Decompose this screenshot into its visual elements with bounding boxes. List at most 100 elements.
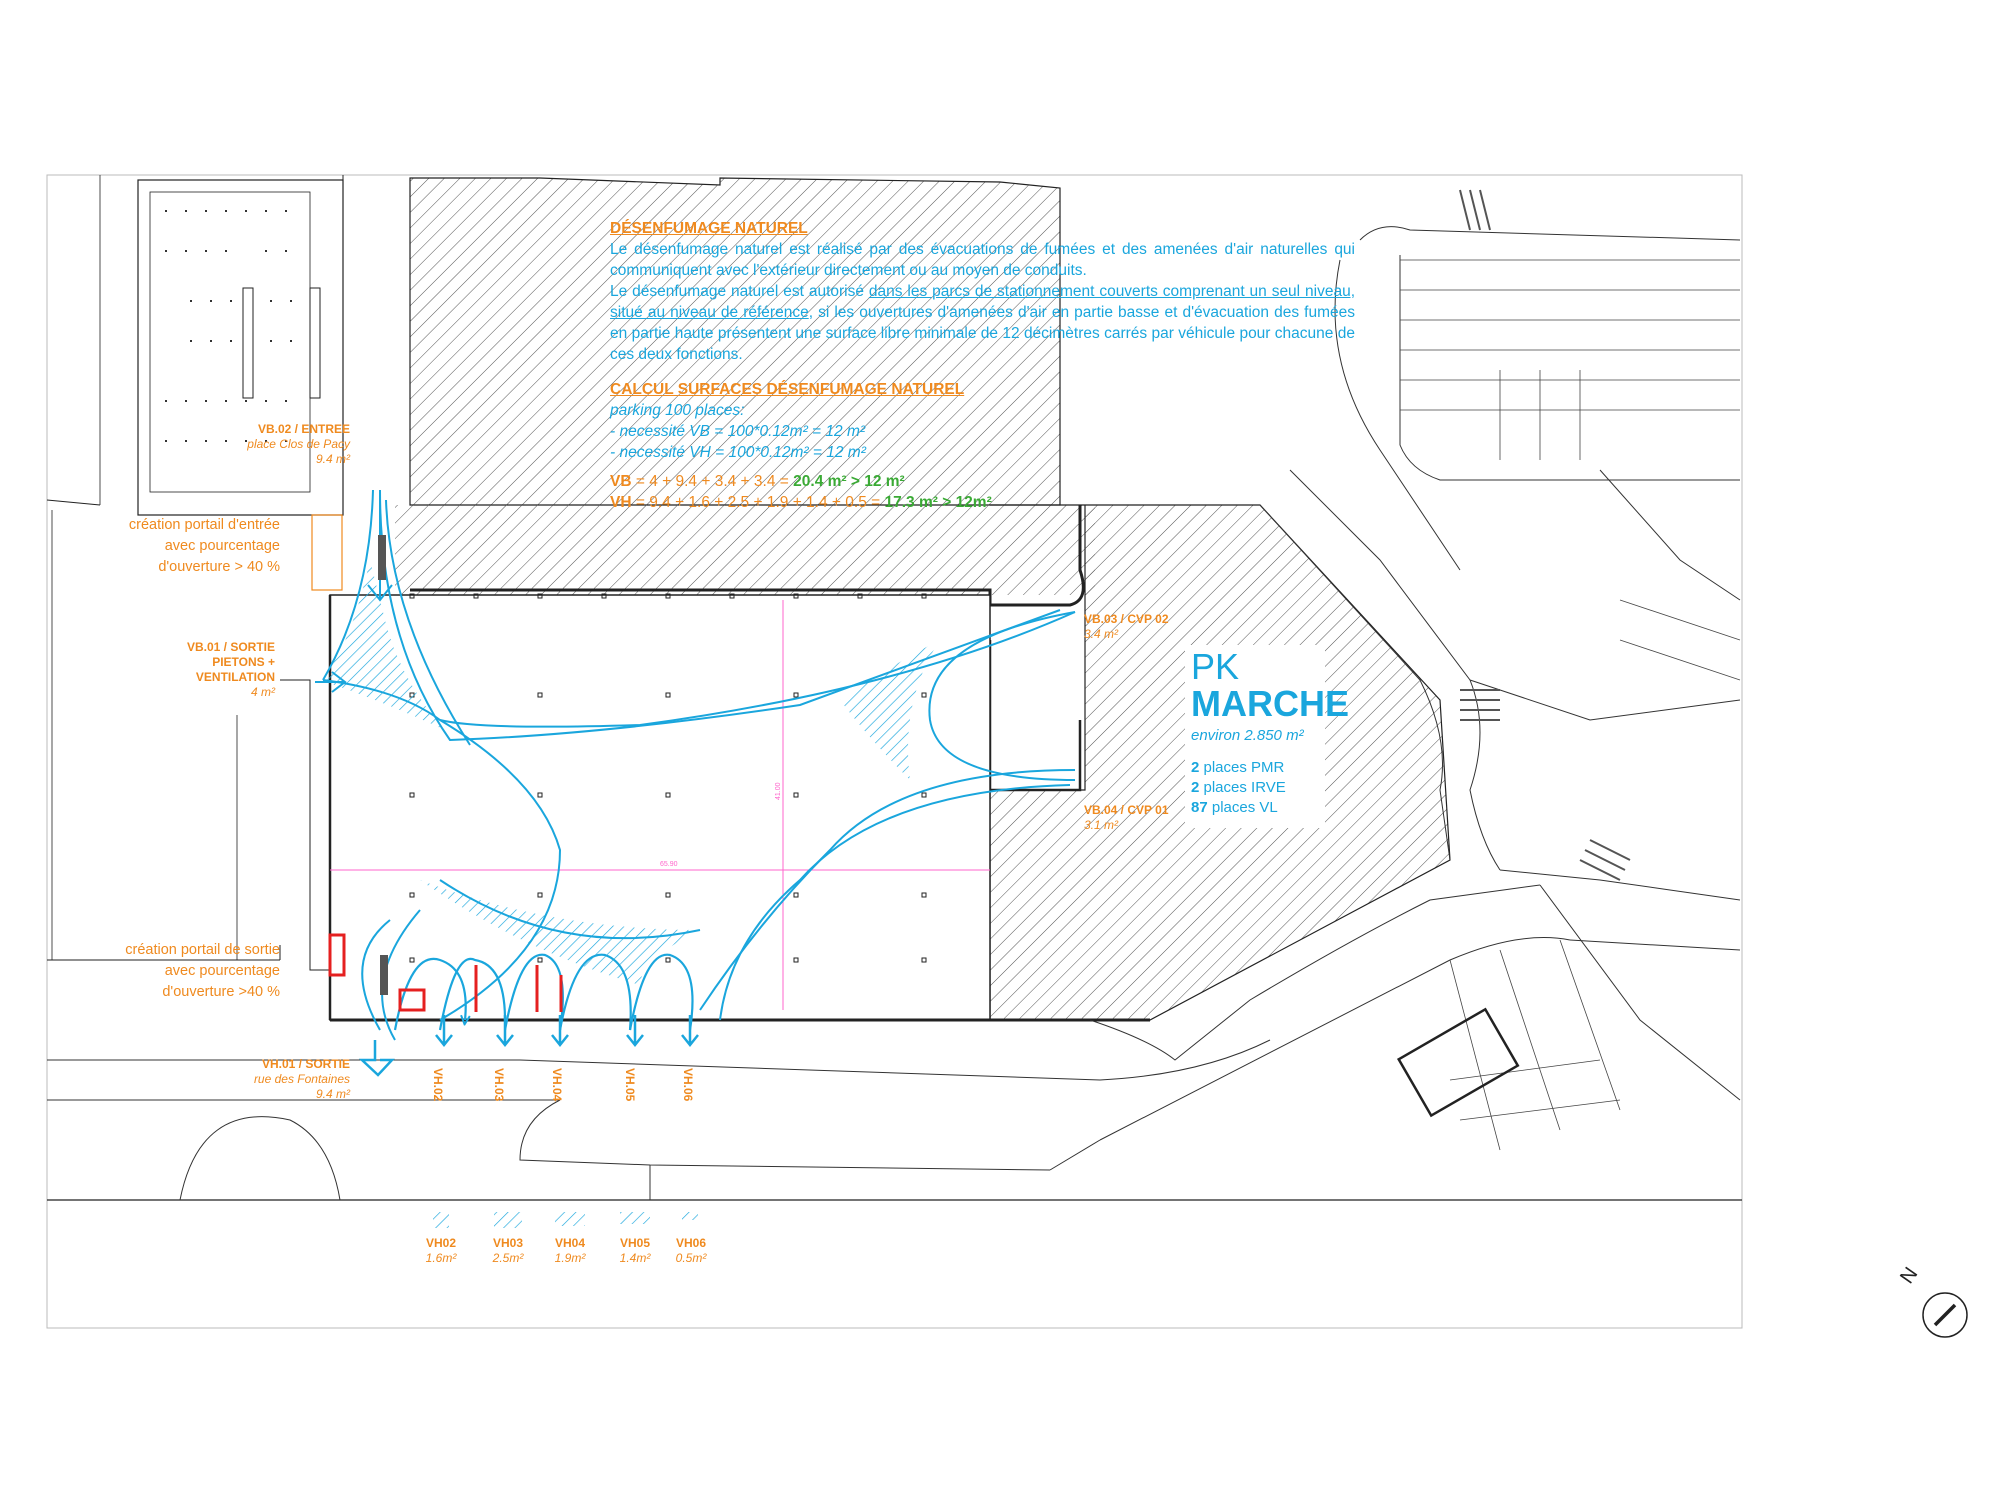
vh-tag-02: VH.02 <box>431 1068 445 1102</box>
dimension-height-text: 41.00 <box>775 782 782 800</box>
sheet-frame <box>46 174 1743 1329</box>
note-exit-line2: avec pourcentage <box>164 963 280 979</box>
pk-irve-text: places IRVE <box>1199 779 1286 796</box>
smoke-flow-lines <box>322 489 1076 1041</box>
vb04-title: VB.04 / CVP 01 <box>1084 803 1169 817</box>
note-entry-line2: avec pourcentage <box>164 538 280 554</box>
legend-vh03-name: VH03 <box>492 1236 524 1250</box>
note-exit-line1: création portail de sortie <box>125 942 280 958</box>
pk-line2: MARCHE <box>1191 683 1349 724</box>
vh-tag-05: VH.05 <box>623 1068 637 1102</box>
pk-irve: 2 places IRVE <box>1191 778 1321 798</box>
note-exit-gate: création portail de sortie avec pourcent… <box>90 940 280 1003</box>
vb03-title: VB.03 / CVP 02 <box>1084 612 1169 626</box>
note-entry-gate: création portail d'entrée avec pourcenta… <box>90 515 280 578</box>
smoke-p2-end: , si les ouvertures d'amenées d'air en p… <box>610 304 1356 363</box>
vb-result: 20.4 m² > 12 m² <box>793 473 905 490</box>
label-vb03: VB.03 / CVP 02 3.4 m² <box>1084 612 1204 642</box>
vb01-line1: VB.01 / SORTIE <box>186 640 275 654</box>
pk-pmr-count: 2 <box>1191 759 1200 776</box>
legend-vh06-name: VH06 <box>675 1236 707 1250</box>
vb03-area: 3.4 m² <box>1084 627 1119 641</box>
parking-north-wall <box>410 505 1085 607</box>
vb01-area: 4 m² <box>251 685 275 699</box>
label-vb04: VB.04 / CVP 01 3.1 m² <box>1084 803 1204 833</box>
label-vb02: VB.02 / ENTREE place Clos de Pacy 9.4 m² <box>200 422 350 467</box>
legend-vh04: VH04 1.9m² <box>540 1236 600 1266</box>
calc-line-3: - necessité VH = 100*0.12m² = 12 m² <box>610 444 866 461</box>
legend-vh02-name: VH02 <box>425 1236 457 1250</box>
pk-vl: 87 places VL <box>1191 798 1321 818</box>
north-compass <box>1922 1292 1968 1338</box>
vb02-area: 9.4 m² <box>315 452 350 466</box>
vh-key: VH <box>610 494 632 511</box>
vb01-line3: VENTILATION <box>195 670 275 684</box>
exit-gates <box>328 933 563 1012</box>
pk-pmr: 2 places PMR <box>1191 758 1321 778</box>
legend-vh05-name: VH05 <box>619 1236 651 1250</box>
legend-vh06-area: 0.5m² <box>675 1251 707 1265</box>
low-vent-arrows <box>358 1015 699 1077</box>
vh01-title: VH.01 / SORTIE <box>261 1057 350 1071</box>
smoke-p2-underlined: dans les parcs de stationnement couverts… <box>610 283 1356 321</box>
pk-line1: PK <box>1191 646 1240 687</box>
label-vb01: VB.01 / SORTIE PIETONS + VENTILATION 4 m… <box>150 640 275 700</box>
calc-line-2: - necessité VB = 100*0.12m² = 12 m² <box>610 423 866 440</box>
road-network <box>47 226 1741 1200</box>
legend-swatches <box>433 1212 698 1228</box>
vh01-area: 9.4 m² <box>315 1087 350 1101</box>
left-building <box>46 175 344 971</box>
pk-pmr-text: places PMR <box>1199 759 1285 776</box>
entry-barrier <box>378 535 386 580</box>
legend-vh06: VH06 0.5m² <box>661 1236 721 1266</box>
entry-gate-frame <box>311 514 343 591</box>
pk-vl-text: places VL <box>1207 799 1278 816</box>
pk-area: environ 2.850 m² <box>1191 727 1304 744</box>
left-building-dots <box>165 210 292 442</box>
note-entry-line1: création portail d'entrée <box>128 517 280 533</box>
legend-vh02: VH02 1.6m² <box>411 1236 471 1266</box>
exit-barrier <box>380 955 388 995</box>
vh-tag-04: VH.04 <box>550 1068 564 1102</box>
note-exit-line3: d'ouverture >40 % <box>162 984 280 1000</box>
legend-vh04-name: VH04 <box>554 1236 586 1250</box>
smoke-p2-start: Le désenfumage naturel est autorisé <box>610 283 869 300</box>
calc-vh: VH = 9.4 + 1.6 + 2.5 + 1.9 + 1.4 + 0.5 =… <box>610 492 1355 513</box>
vb01-line2: PIETONS + <box>212 655 275 669</box>
vh-tag-03: VH.03 <box>492 1068 506 1102</box>
vb-equation: = 4 + 9.4 + 3.4 + 3.4 = <box>631 473 794 490</box>
vb04-area: 3.1 m² <box>1084 818 1119 832</box>
smoke-paragraph-1: Le désenfumage naturel est réalisé par d… <box>610 241 1355 279</box>
calc-vb: VB = 4 + 9.4 + 3.4 + 3.4 = 20.4 m² > 12 … <box>610 471 1355 492</box>
vb02-sub: place Clos de Pacy <box>247 437 350 451</box>
pk-vl-count: 87 <box>1191 799 1208 816</box>
parking-bays-east <box>1400 259 1741 1151</box>
vh-tag-06: VH.06 <box>681 1068 695 1102</box>
note-entry-line3: d'ouverture > 40 % <box>158 559 280 575</box>
legend-vh05: VH05 1.4m² <box>605 1236 665 1266</box>
pk-irve-count: 2 <box>1191 779 1200 796</box>
calc-line-1: parking 100 places: <box>610 402 745 419</box>
dimension-width-text: 65.90 <box>660 861 678 868</box>
vh-result: 17.3 m² > 12m² <box>884 494 992 511</box>
legend-vh03: VH03 2.5m² <box>478 1236 538 1266</box>
vh-equation: = 9.4 + 1.6 + 2.5 + 1.9 + 1.4 + 0.5 = <box>631 494 885 511</box>
legend-vh03-area: 2.5m² <box>492 1251 524 1265</box>
vh01-sub: rue des Fontaines <box>253 1072 350 1086</box>
calc-title: CALCUL SURFACES DÉSENFUMAGE NATUREL <box>610 381 965 398</box>
legend-vh02-area: 1.6m² <box>425 1251 457 1265</box>
roundabout-arc <box>179 1116 341 1201</box>
smoke-title: DÉSENFUMAGE NATUREL <box>610 220 808 237</box>
building-strip-hatched <box>395 505 1095 595</box>
pedestrian-crossings <box>1459 189 1631 881</box>
parking-east-wall <box>988 640 1082 792</box>
north-label: N <box>1896 1263 1922 1287</box>
kiosk-building <box>1396 1007 1520 1118</box>
vb02-title: VB.02 / ENTREE <box>257 422 350 436</box>
label-vh01: VH.01 / SORTIE rue des Fontaines 9.4 m² <box>200 1057 350 1102</box>
legend-vh05-area: 1.4m² <box>619 1251 651 1265</box>
legend-vh04-area: 1.9m² <box>554 1251 586 1265</box>
low-vent-arches <box>393 953 694 1031</box>
smoke-extraction-panel: DÉSENFUMAGE NATUREL Le désenfumage natur… <box>610 218 1355 513</box>
vb-key: VB <box>610 473 632 490</box>
